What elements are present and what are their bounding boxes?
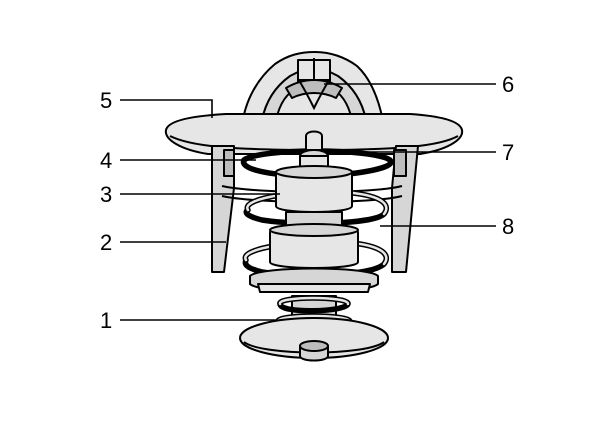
top-pin [299, 130, 329, 172]
piston-cylinder [269, 165, 359, 269]
callout-6: 6 [502, 72, 514, 97]
callout-3: 3 [100, 182, 112, 207]
callout-1: 1 [100, 308, 112, 333]
callout-labels: 1 2 3 4 5 6 7 8 [100, 72, 514, 333]
leader-5 [120, 99, 213, 118]
leader-lines [120, 83, 496, 321]
bypass-disc [239, 317, 389, 362]
callout-4: 4 [100, 148, 112, 173]
callout-2: 2 [100, 230, 112, 255]
callout-5: 5 [100, 88, 112, 113]
valve-plate [249, 267, 379, 293]
callout-8: 8 [502, 214, 514, 239]
callout-7: 7 [502, 140, 514, 165]
